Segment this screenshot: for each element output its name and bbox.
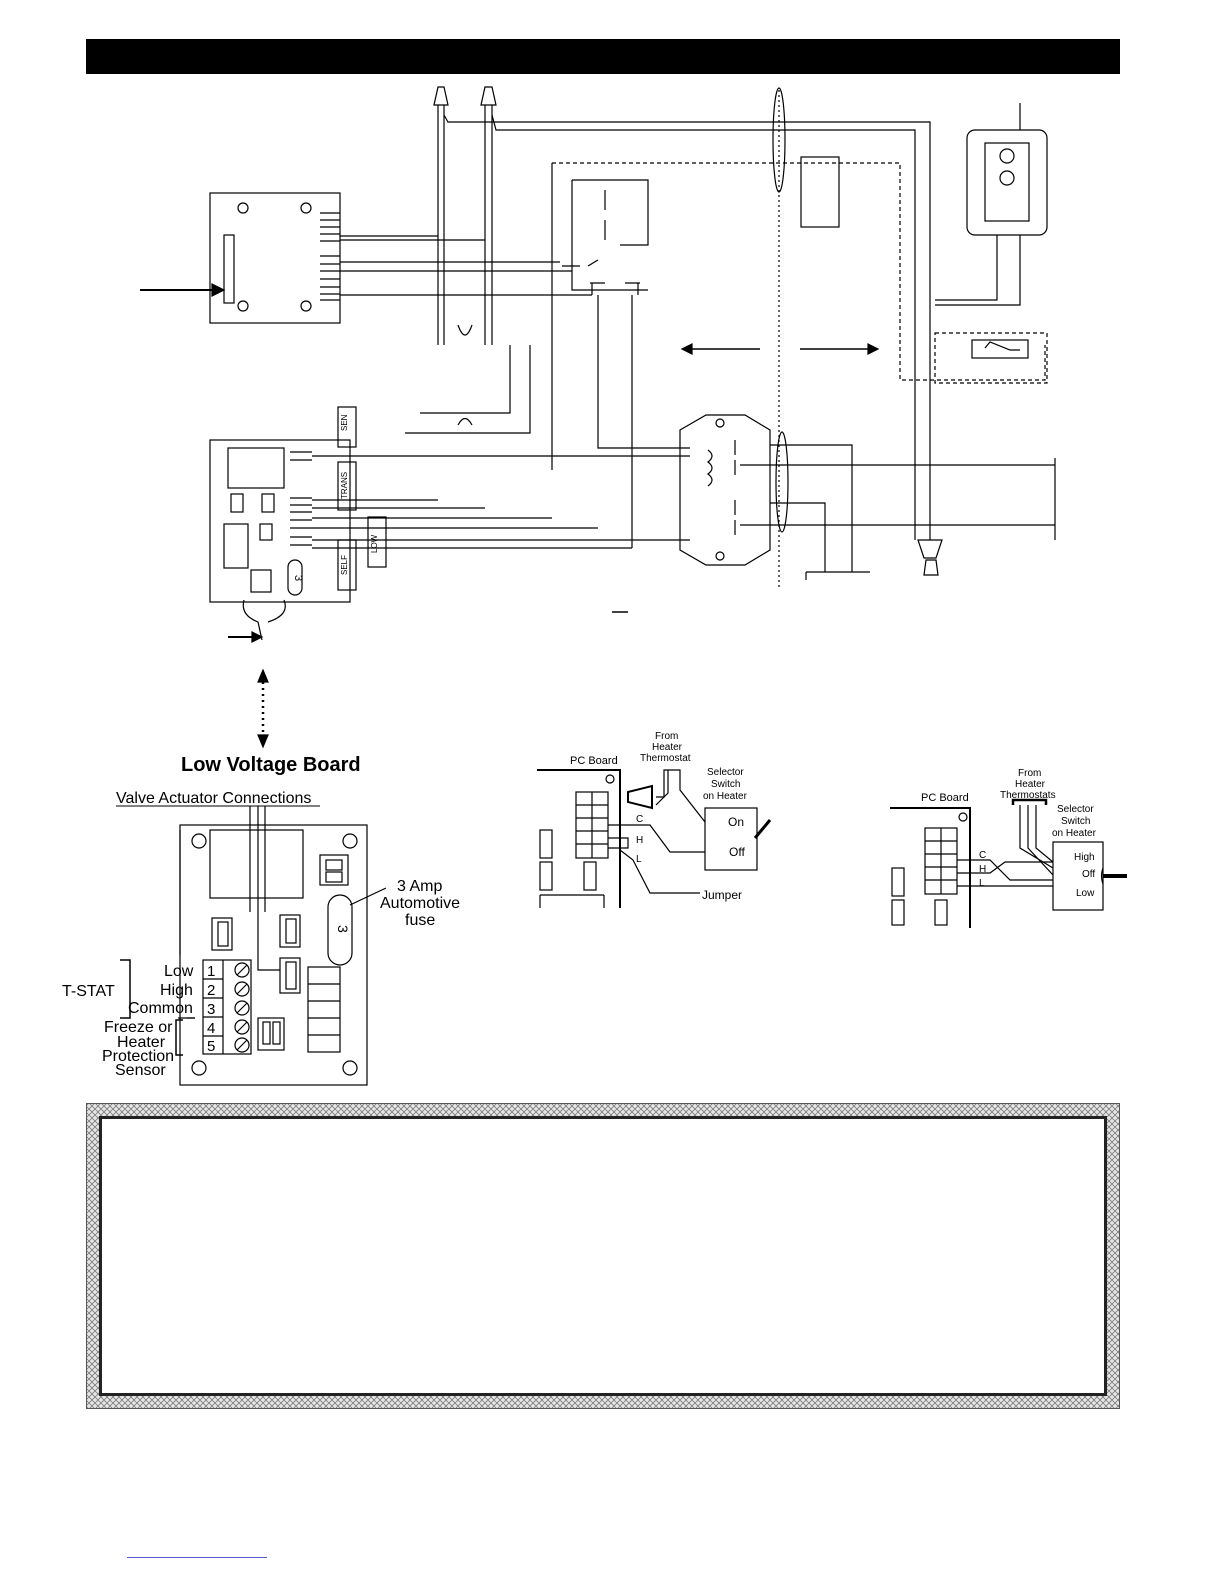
onoff-selector-3: on Heater (703, 791, 748, 802)
low-voltage-board-outline (179, 824, 368, 1086)
terminal-label-common: Common (128, 1000, 193, 1017)
svg-text:TRANS: TRANS (340, 472, 349, 499)
valve-actuator-label: Valve Actuator Connections (116, 790, 311, 807)
sensor-label-4: Sensor (115, 1062, 166, 1079)
svg-text:SELF: SELF (340, 555, 349, 575)
onoff-c-label: C (636, 814, 643, 825)
fuse-label-3: fuse (405, 912, 435, 929)
onoff-pc-board-label: PC Board (570, 755, 618, 767)
small-component-box (800, 156, 840, 228)
highlow-from-1: From (1018, 768, 1041, 779)
terminal-label-high: High (160, 982, 193, 999)
fuse-label-1: 3 Amp (397, 878, 442, 895)
svg-text:SEN: SEN (340, 414, 349, 431)
notice-box-inner (100, 1117, 1106, 1395)
notice-box (86, 1103, 1120, 1409)
terminal-number-1: 1 (207, 963, 215, 980)
onoff-from-1: From (655, 731, 678, 742)
low-voltage-board-title: Low Voltage Board (181, 754, 361, 776)
highlow-low-label: Low (1076, 888, 1095, 899)
onoff-selector-1: Selector (707, 767, 744, 778)
highlow-pc-board-label: PC Board (921, 792, 969, 804)
terminal-number-2: 2 (207, 982, 215, 999)
highlow-selector-3: on Heater (1052, 828, 1097, 839)
upper-relay (571, 179, 649, 291)
highlow-h-label: H (979, 864, 986, 875)
highlow-from-2: Heater (1015, 779, 1046, 790)
highlow-selector-2: Switch (1061, 816, 1090, 827)
svg-text:3: 3 (292, 575, 304, 581)
highlow-selector-1: Selector (1057, 804, 1094, 815)
upper-board (209, 192, 341, 324)
onoff-h-label: H (636, 835, 643, 846)
terminal-number-3: 3 (207, 1001, 215, 1018)
terminal-label-low: Low (164, 963, 194, 980)
connector-top-right (480, 86, 497, 106)
header-bar (86, 39, 1120, 74)
sensor-label-1: Freeze or (104, 1019, 173, 1036)
svg-text:LOW: LOW (370, 534, 379, 553)
sensor-label-3: Protection (102, 1048, 174, 1065)
onoff-jumper-label: Jumper (702, 888, 742, 902)
highlow-l-label: L (979, 878, 985, 889)
receptacle-box (966, 129, 1048, 236)
onoff-off-label: Off (729, 845, 745, 859)
onoff-from-2: Heater (652, 742, 683, 753)
highlow-c-label: C (979, 850, 986, 861)
lower-board (209, 439, 351, 603)
onoff-selector-2: Switch (711, 779, 740, 790)
onoff-l-label: L (636, 854, 642, 865)
highlow-high-label: High (1074, 852, 1095, 863)
pressure-switch-box (934, 332, 1048, 384)
connector-top-left (433, 86, 449, 106)
heater-relay (679, 414, 771, 566)
sensor-label-2: Heater (117, 1034, 166, 1051)
fuse-marking: 3 (335, 925, 351, 933)
terminal-number-4: 4 (207, 1020, 215, 1037)
onoff-from-3: Thermostat (640, 753, 691, 764)
fuse-label-2: Automotive (380, 895, 460, 912)
terminal-number-5: 5 (207, 1038, 215, 1055)
selector-switch-onoff (704, 807, 758, 871)
highlow-off-label: Off (1082, 869, 1095, 880)
footer-link-underline[interactable] (127, 1557, 267, 1558)
tstat-label: T-STAT (62, 983, 115, 1000)
onoff-on-label: On (728, 815, 744, 829)
highlow-from-3: Thermostats (1000, 790, 1056, 801)
